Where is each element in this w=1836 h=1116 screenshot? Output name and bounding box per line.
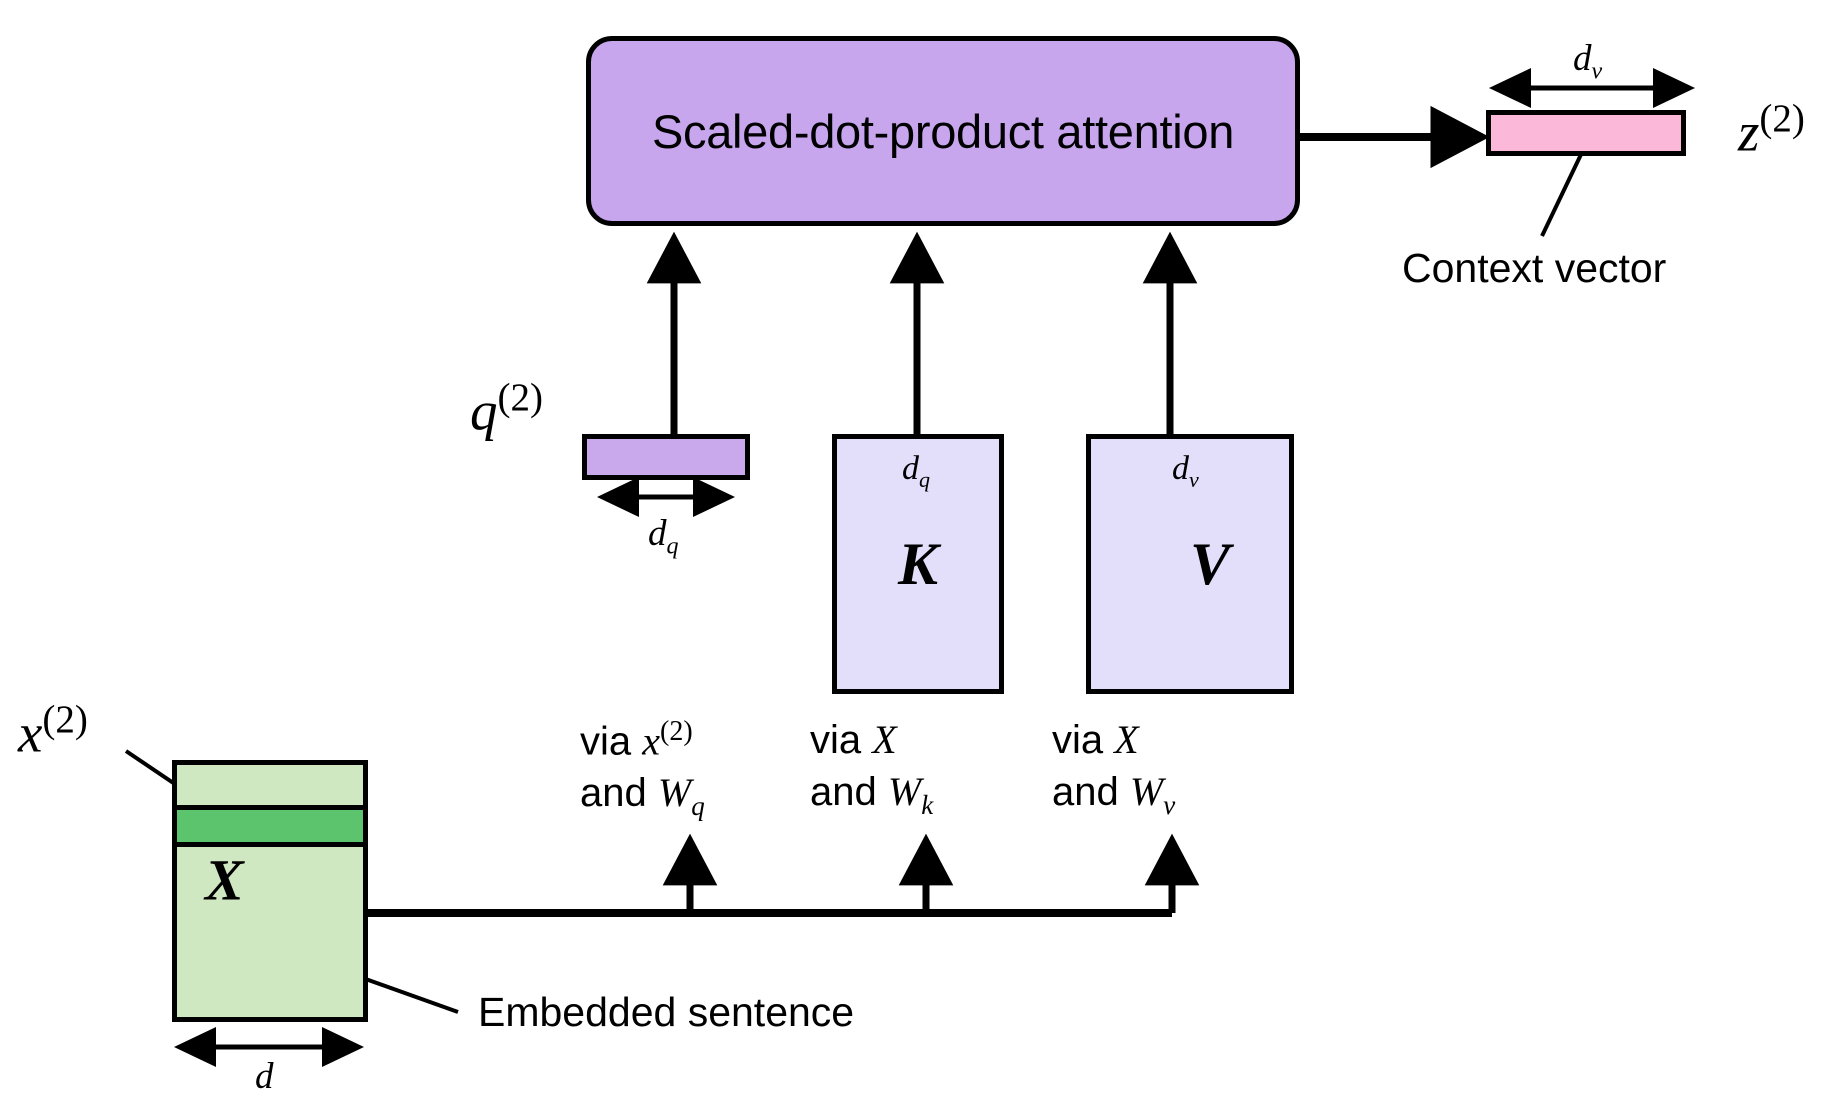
context-vector-dimension-label: dv bbox=[1573, 40, 1602, 83]
projection-note-query-line1-prefix: via bbox=[580, 719, 643, 764]
key-dim-base: d bbox=[902, 450, 919, 487]
projection-note-value-line1-base: X bbox=[1114, 717, 1139, 762]
embedding-dimension-label: d bbox=[255, 1056, 274, 1097]
projection-note-query-line2-sub: q bbox=[691, 791, 705, 822]
query-dim-sub: q bbox=[666, 533, 679, 560]
key-dim-sub: q bbox=[919, 466, 930, 492]
projection-note-query-line1-base: x bbox=[642, 718, 661, 764]
embedding-matrix-highlight-row[interactable] bbox=[177, 805, 363, 847]
context-dim-base: d bbox=[1573, 38, 1592, 79]
context-dim-sub: v bbox=[1591, 58, 1603, 85]
embedded-sentence-caption: Embedded sentence bbox=[478, 989, 855, 1035]
key-dimension-label: dq bbox=[902, 452, 930, 491]
context-vector-caption: Context vector bbox=[1402, 245, 1667, 291]
context-symbol-base: z bbox=[1738, 101, 1760, 163]
projection-note-query: via x(2) and Wq bbox=[580, 714, 705, 824]
context-vector-block[interactable] bbox=[1486, 110, 1686, 156]
key-matrix-block[interactable] bbox=[832, 434, 1004, 694]
value-dimension-label: dv bbox=[1172, 452, 1199, 491]
projection-note-query-line2-prefix: and bbox=[580, 771, 658, 816]
projection-note-value-line2-prefix: and bbox=[1052, 770, 1130, 814]
query-vector-block[interactable] bbox=[582, 434, 750, 480]
key-matrix-letter: K bbox=[897, 531, 939, 597]
projection-note-value-line1-prefix: via bbox=[1052, 718, 1115, 762]
projection-note-key: via X and Wk bbox=[810, 714, 933, 823]
embedding-matrix-top-cell bbox=[177, 765, 363, 805]
leader-line-context-vector bbox=[1540, 143, 1588, 237]
embedding-token-sup: (2) bbox=[42, 698, 88, 741]
projection-note-key-line2-sub: k bbox=[921, 790, 934, 820]
projection-note-key-line1-prefix: via bbox=[810, 718, 873, 762]
context-vector-symbol: z(2) bbox=[1738, 99, 1805, 159]
query-dim-base: d bbox=[648, 513, 667, 554]
embedding-token-symbol: x(2) bbox=[18, 700, 88, 760]
scaled-dot-product-attention-label: Scaled-dot-product attention bbox=[651, 104, 1235, 158]
value-dim-sub: v bbox=[1189, 466, 1199, 492]
value-matrix-block[interactable] bbox=[1086, 434, 1294, 694]
projection-note-value-line2-sub: v bbox=[1163, 790, 1176, 820]
query-vector-symbol: q(2) bbox=[470, 378, 543, 438]
projection-note-query-line1-sup: (2) bbox=[660, 716, 693, 747]
embedding-matrix-letter: X bbox=[205, 847, 244, 913]
projection-note-query-line2-base: W bbox=[657, 770, 692, 816]
embedding-token-base: x bbox=[18, 702, 43, 764]
query-dimension-label: dq bbox=[648, 515, 679, 558]
projection-note-value-line2-base: W bbox=[1129, 769, 1164, 814]
query-symbol-sup: (2) bbox=[497, 376, 543, 419]
query-symbol-base: q bbox=[470, 380, 498, 442]
context-symbol-sup: (2) bbox=[1759, 97, 1805, 140]
projection-note-key-line2-base: W bbox=[887, 769, 922, 814]
value-dim-base: d bbox=[1172, 450, 1189, 487]
scaled-dot-product-attention-block[interactable]: Scaled-dot-product attention bbox=[586, 36, 1300, 226]
projection-note-value: via X and Wv bbox=[1052, 714, 1175, 823]
projection-note-key-line1-base: X bbox=[872, 717, 897, 762]
projection-note-key-line2-prefix: and bbox=[810, 770, 888, 814]
value-matrix-letter: V bbox=[1190, 531, 1231, 597]
